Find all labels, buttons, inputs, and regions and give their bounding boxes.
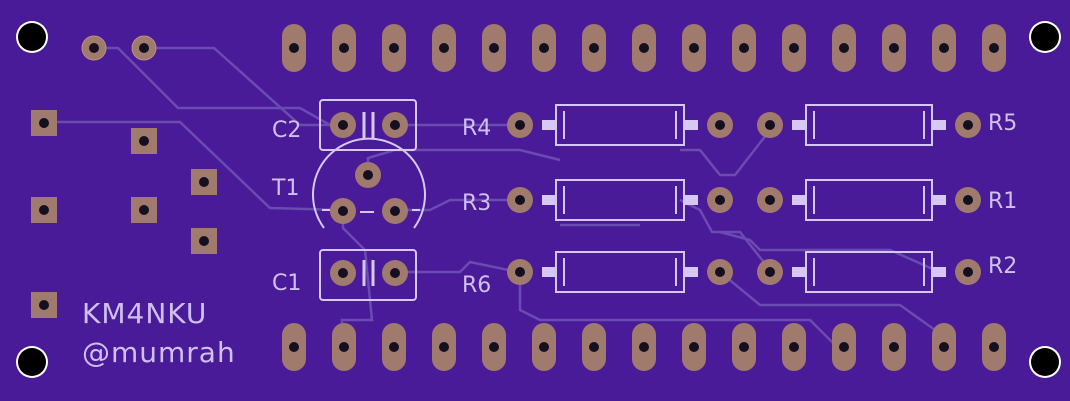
- header-pin[interactable]: [282, 24, 306, 72]
- header-pin[interactable]: [332, 24, 356, 72]
- author-handle: @mumrah: [82, 336, 236, 369]
- label-r1: R1: [988, 189, 1017, 214]
- mounting-hole-icon: [1031, 23, 1059, 51]
- header-pin[interactable]: [732, 323, 756, 371]
- header-pin[interactable]: [532, 323, 556, 371]
- header-pin[interactable]: [332, 323, 356, 371]
- resistor-r5[interactable]: [757, 104, 981, 146]
- header-pin[interactable]: [532, 24, 556, 72]
- resistor-r3[interactable]: [507, 179, 733, 221]
- header-pin[interactable]: [432, 24, 456, 72]
- round-pad[interactable]: [81, 35, 107, 61]
- mounting-hole-icon: [18, 348, 46, 376]
- header-top-row: [282, 24, 1006, 72]
- header-pin[interactable]: [732, 24, 756, 72]
- capacitor-c2[interactable]: [319, 99, 417, 151]
- resistor-r2[interactable]: [757, 251, 981, 293]
- label-c2: C2: [272, 118, 301, 143]
- header-pin[interactable]: [382, 24, 406, 72]
- transistor-t1[interactable]: [312, 137, 426, 229]
- author-callsign: KM4NKU: [82, 297, 207, 330]
- header-pin[interactable]: [632, 323, 656, 371]
- header-pin[interactable]: [782, 24, 806, 72]
- resistor-r4[interactable]: [507, 104, 733, 146]
- header-pin[interactable]: [432, 323, 456, 371]
- header-pin[interactable]: [632, 24, 656, 72]
- header-pin[interactable]: [932, 24, 956, 72]
- header-pin[interactable]: [482, 323, 506, 371]
- resistor-r1[interactable]: [757, 179, 981, 221]
- header-pin[interactable]: [782, 323, 806, 371]
- header-pin[interactable]: [832, 24, 856, 72]
- square-pad[interactable]: [131, 128, 157, 154]
- left-connector-pads: [31, 35, 217, 318]
- header-pin[interactable]: [382, 323, 406, 371]
- square-pad[interactable]: [31, 292, 57, 318]
- header-pin[interactable]: [582, 24, 606, 72]
- label-r2: R2: [988, 254, 1017, 279]
- label-r5: R5: [988, 111, 1017, 136]
- header-pin[interactable]: [982, 323, 1006, 371]
- header-bottom-row: [282, 323, 1006, 371]
- component-labels: C2 T1 C1 R4 R3 R6 R5 R1 R2: [271, 111, 1017, 298]
- mounting-hole-icon: [18, 23, 46, 51]
- header-pin[interactable]: [832, 323, 856, 371]
- square-pad[interactable]: [191, 228, 217, 254]
- label-c1: C1: [272, 271, 301, 296]
- resistors: [507, 104, 981, 293]
- header-pin[interactable]: [482, 24, 506, 72]
- square-pad[interactable]: [191, 169, 217, 195]
- square-pad[interactable]: [31, 110, 57, 136]
- label-r3: R3: [462, 191, 491, 216]
- mounting-holes: [16, 21, 1061, 378]
- header-pin[interactable]: [282, 323, 306, 371]
- label-r4: R4: [462, 116, 491, 141]
- header-pin[interactable]: [682, 323, 706, 371]
- round-pad[interactable]: [131, 35, 157, 61]
- header-pin[interactable]: [582, 323, 606, 371]
- label-t1: T1: [271, 176, 299, 201]
- header-pin[interactable]: [682, 24, 706, 72]
- mounting-hole-icon: [1031, 348, 1059, 376]
- header-pin[interactable]: [882, 323, 906, 371]
- header-pin[interactable]: [982, 24, 1006, 72]
- capacitor-c1[interactable]: [319, 249, 417, 301]
- square-pad[interactable]: [31, 197, 57, 223]
- label-r6: R6: [462, 273, 491, 298]
- square-pad[interactable]: [131, 197, 157, 223]
- resistor-r6[interactable]: [507, 251, 733, 293]
- header-pin[interactable]: [882, 24, 906, 72]
- header-pin[interactable]: [932, 323, 956, 371]
